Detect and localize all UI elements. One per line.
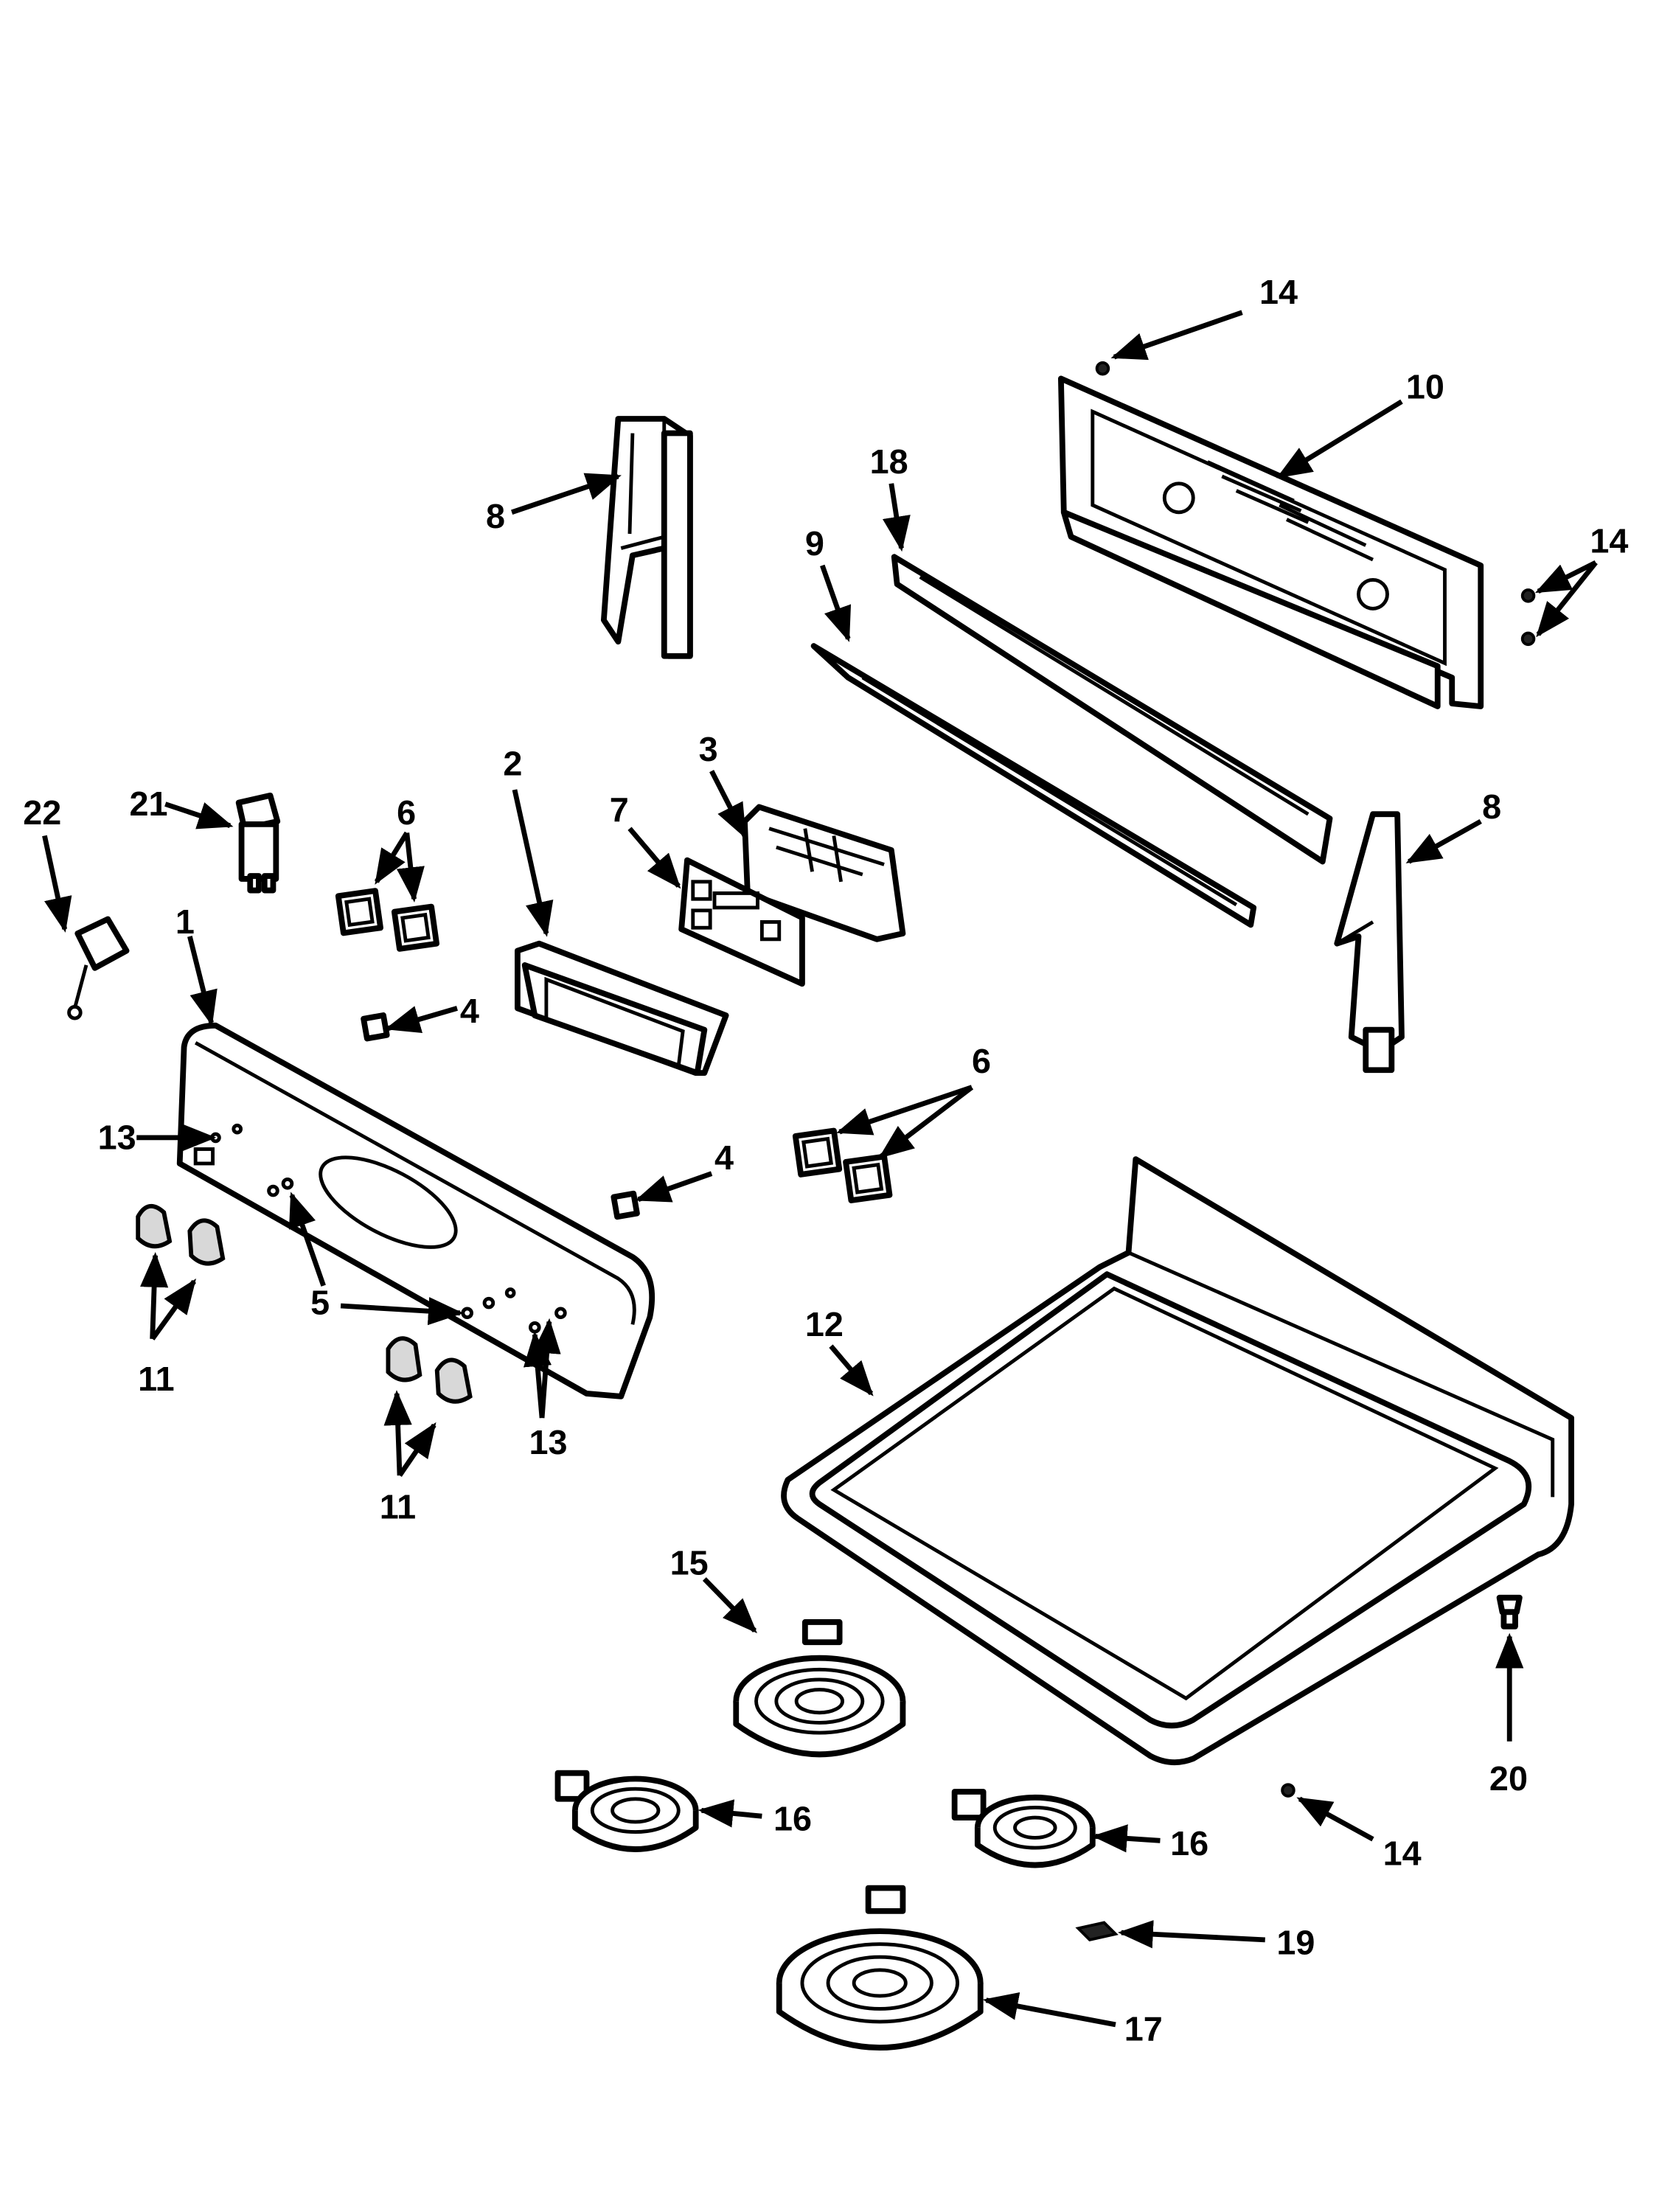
part-1-control-panel [176,1022,655,1399]
part-10-rear-panel [1058,375,1484,709]
callout-2: 2 [503,745,522,783]
part-21-indicator [235,792,281,894]
part-11-knobs-upper [136,1204,226,1266]
part-16-element-right [951,1789,1096,1868]
part-6-switch-upper [335,888,440,952]
callout-16-right: 16 [1170,1824,1208,1863]
part-22-terminal [67,916,130,1020]
callout-13-left: 13 [98,1118,136,1156]
part-18-rail [891,554,1333,865]
callout-17: 17 [1124,2009,1163,2048]
callout-labels: 1 2 3 4 4 5 6 6 7 8 8 9 10 11 11 12 13 1… [23,273,1628,2048]
callout-12: 12 [805,1305,844,1343]
callout-6-upper: 6 [397,793,416,832]
callout-11-lower: 11 [380,1488,416,1526]
part-9-trim [810,643,1257,928]
part-17-element-bottom [776,1885,984,2051]
callout-8-left: 8 [486,497,505,535]
part-6-switch-lower [792,1127,893,1203]
callout-1: 1 [175,902,195,941]
part-8-right-bracket [1334,811,1405,1074]
leader-lines [42,310,1598,2028]
part-14-screws [1095,361,1536,1798]
part-8-left-bracket [600,416,693,659]
callout-22: 22 [23,793,61,832]
callout-6-lower: 6 [972,1042,991,1080]
callout-14-right: 14 [1590,521,1628,560]
callout-9: 9 [805,524,824,563]
part-12-cooktop [781,1156,1574,1766]
callout-8-right: 8 [1482,787,1501,826]
callout-4-lower: 4 [714,1138,734,1177]
part-11-knobs-lower [386,1336,473,1404]
part-16-element-left [554,1770,699,1852]
part-20-leveling-screw [1496,1594,1523,1630]
callout-11-upper: 11 [138,1360,174,1398]
callout-15: 15 [670,1544,709,1582]
callout-18: 18 [870,442,908,481]
callout-14-bottom: 14 [1383,1834,1422,1872]
part-15-element-large [733,1619,906,1758]
callout-7: 7 [610,790,629,829]
callout-4-upper: 4 [460,992,479,1030]
callout-10: 10 [1406,368,1444,406]
callout-20: 20 [1489,1759,1528,1798]
callout-16-left: 16 [773,1800,812,1838]
callout-19: 19 [1276,1923,1315,1961]
part-7-overlay [678,857,805,987]
part-2-display-bezel [515,940,729,1077]
callout-3: 3 [699,730,718,768]
callout-13-right: 13 [529,1423,568,1461]
callout-21: 21 [129,785,167,823]
callout-5: 5 [310,1284,330,1322]
callout-14-top: 14 [1259,273,1298,311]
part-19-clip [1075,1921,1119,1941]
